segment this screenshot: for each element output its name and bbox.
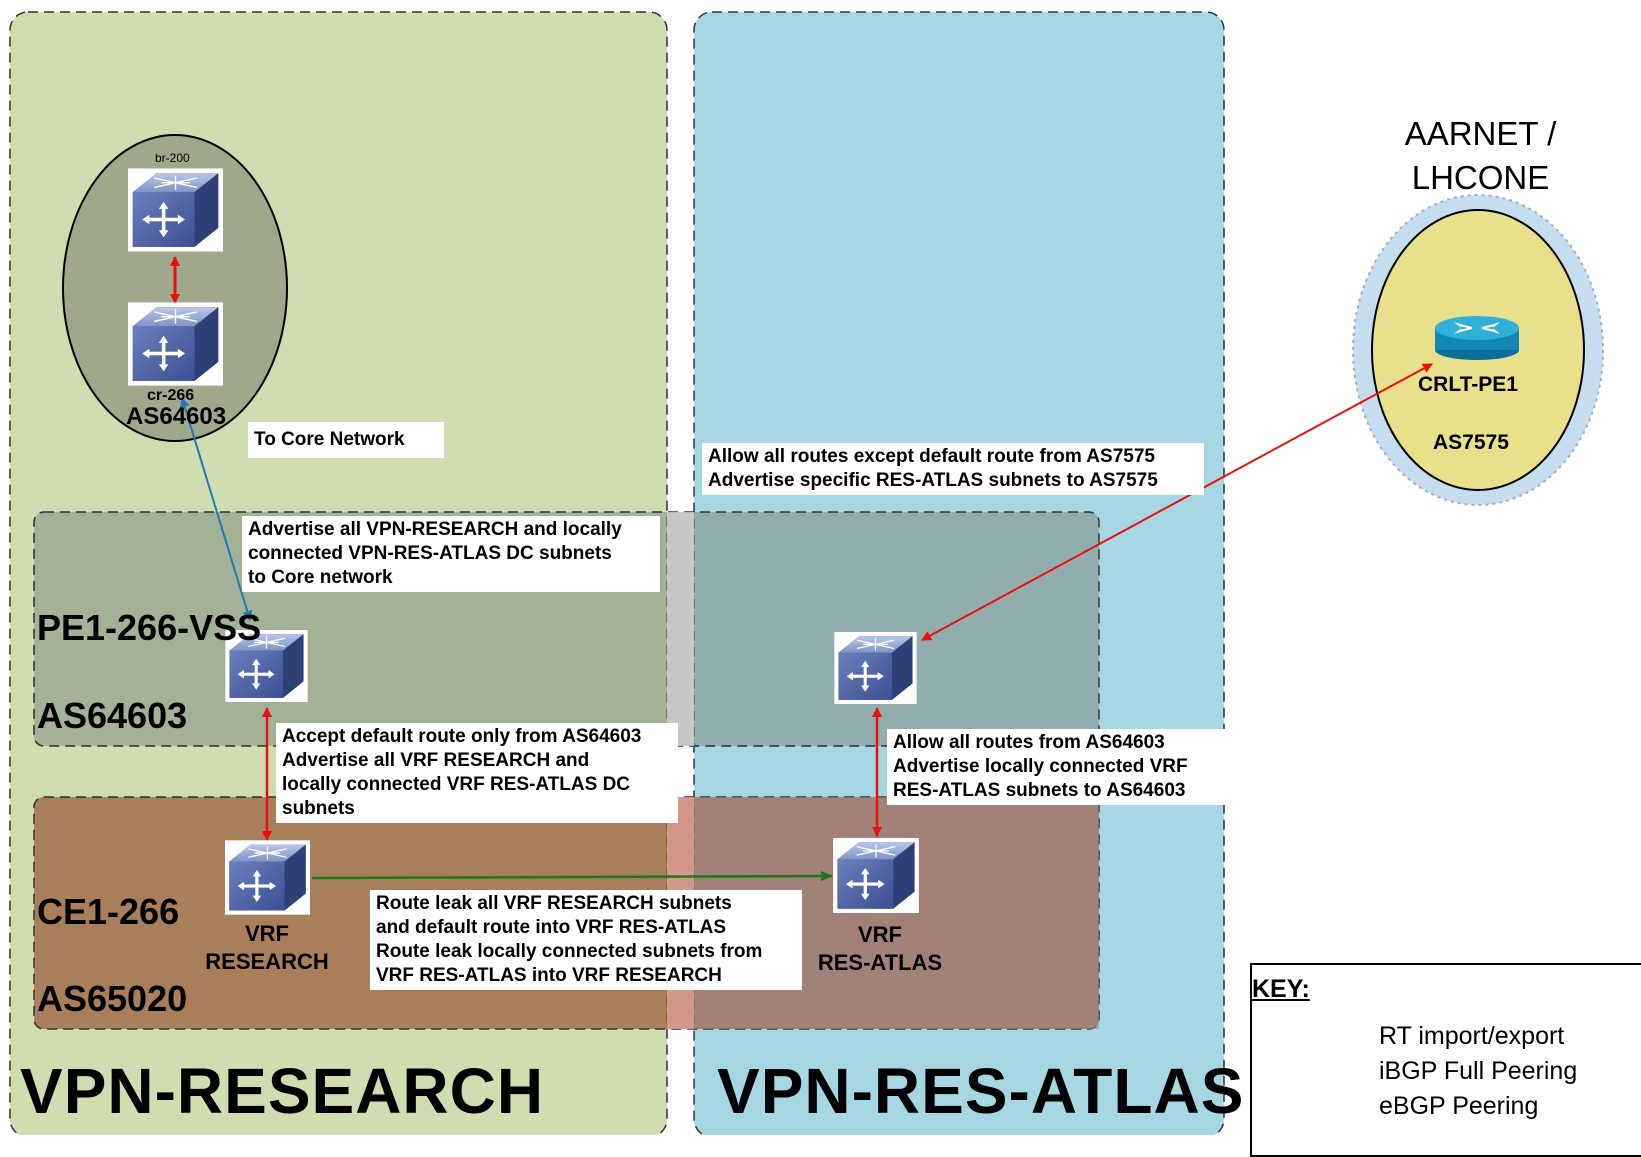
legend-label-rt: RT import/export <box>1379 1022 1565 1050</box>
note-research-pe-ce: Accept default route only from AS64603 A… <box>276 723 678 823</box>
vpn-res-atlas-title: VPN-RES-ATLAS <box>717 1055 1245 1127</box>
vrf-atlas-label: VRF RES-ATLAS <box>817 922 943 975</box>
legend-label-ibgp: iBGP Full Peering <box>1379 1057 1578 1085</box>
pe-as-label: AS64603 <box>37 695 188 736</box>
note-aarnet-policy: Allow all routes except default route fr… <box>702 443 1204 495</box>
vpn-research-title: VPN-RESEARCH <box>20 1055 545 1127</box>
crlt-pe1-router-icon <box>1434 315 1520 361</box>
note-atlas-pe-ce: Allow all routes from AS64603 Advertise … <box>887 729 1226 805</box>
route-leak-link <box>311 871 833 882</box>
br-200-label: br-200 <box>155 151 190 165</box>
aarnet-ebgp-link <box>921 363 1433 641</box>
core-uplink <box>179 397 253 621</box>
aarnet-title: AARNET / LHCONE <box>1404 115 1557 196</box>
note-advertise-core: Advertise all VPN-RESEARCH and locally c… <box>242 516 660 592</box>
legend-label-ebgp: eBGP Peering <box>1379 1092 1539 1120</box>
note-to-core: To Core Network <box>248 422 444 458</box>
br-200-switch-icon <box>128 168 223 252</box>
ce-atlas-switch-icon <box>833 838 919 913</box>
legend-title: KEY: <box>1252 975 1310 1003</box>
ce-as-label: AS65020 <box>37 978 188 1019</box>
legend-box: KEY: RT import/export iBGP Full Peering … <box>1250 963 1641 1157</box>
cr-266-switch-icon <box>128 302 223 386</box>
crlt-pe1-label: CRLT-PE1 <box>1418 373 1518 396</box>
ce-research-switch-icon <box>225 840 310 915</box>
aarnet-as-label: AS7575 <box>1433 431 1509 454</box>
cr-266-label: cr-266 <box>147 387 195 404</box>
vrf-research-label: VRF RESEARCH <box>205 921 329 974</box>
pe-name-label: PE1-266-VSS <box>37 607 262 648</box>
ce-name-label: CE1-266 <box>37 891 180 932</box>
pe-atlas-switch-icon <box>834 632 917 704</box>
note-route-leak: Route leak all VRF RESEARCH subnets and … <box>370 890 802 990</box>
core-as-label: AS64603 <box>126 403 227 430</box>
